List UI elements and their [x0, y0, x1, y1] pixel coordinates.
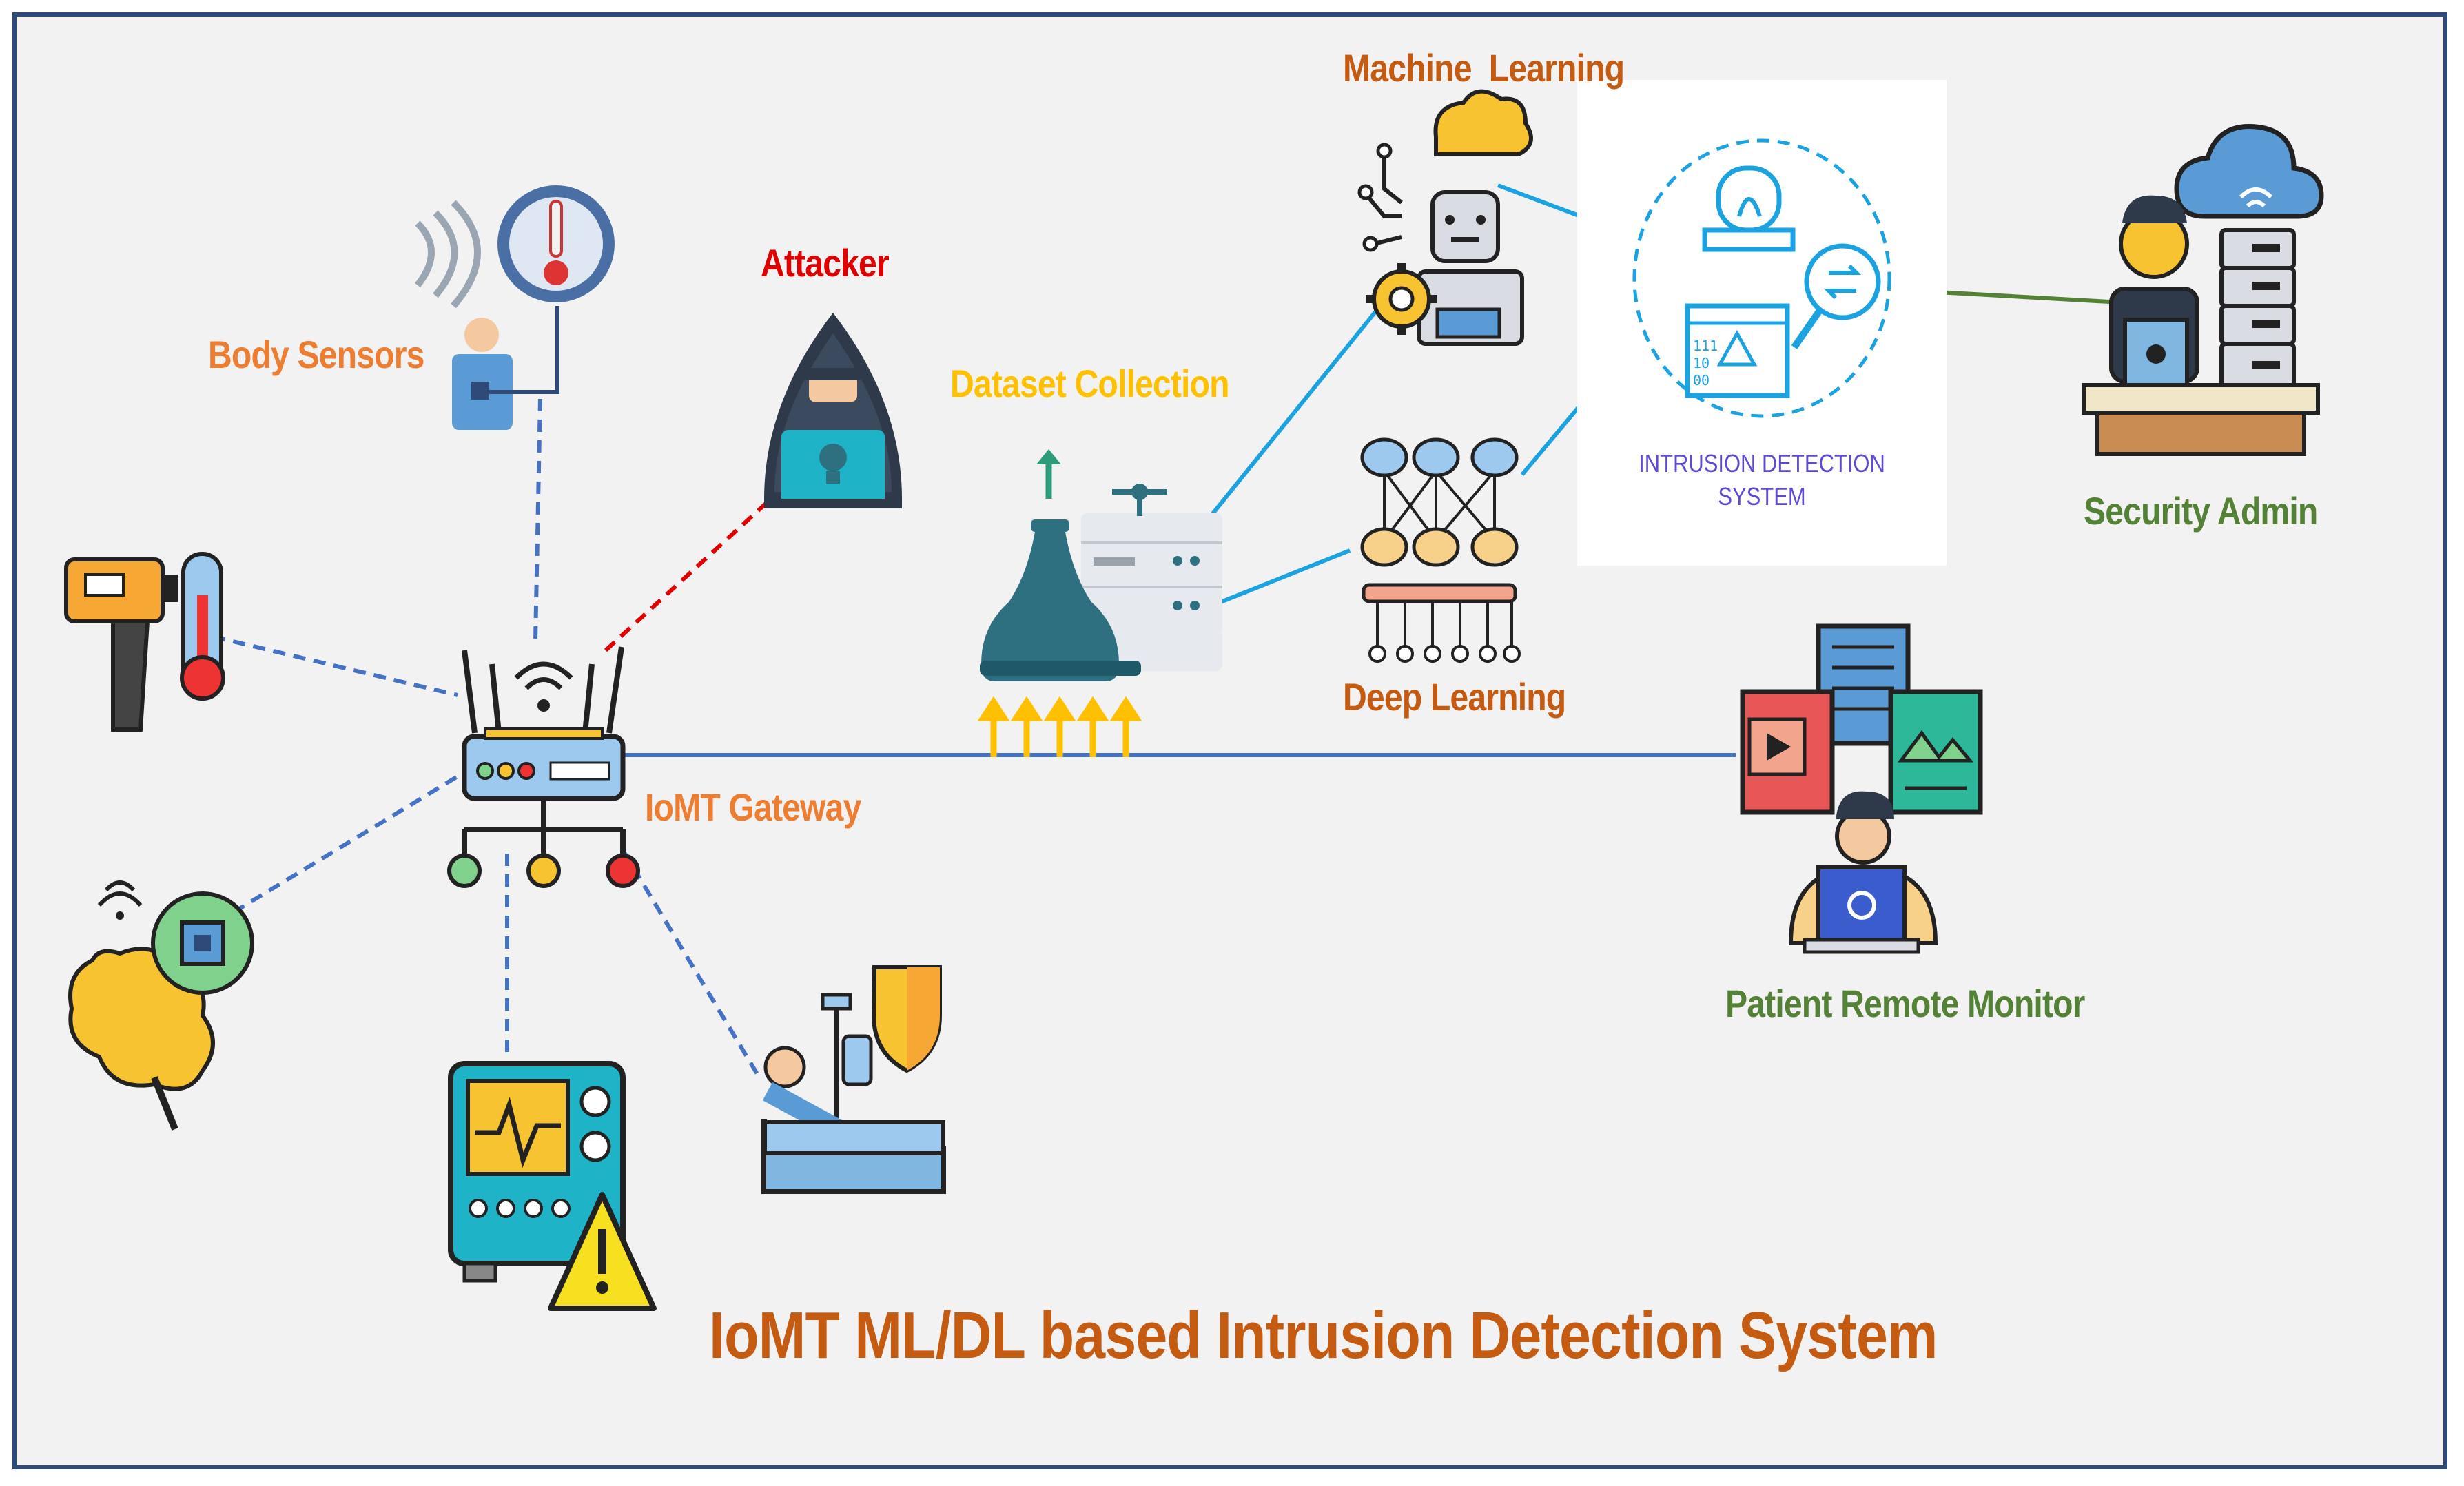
intrusion-detection-icon: 111 10 00: [1632, 138, 1891, 418]
hacker-icon: [764, 313, 902, 508]
label-attacker: Attacker: [761, 241, 890, 285]
ids-line-2: SYSTEM: [1718, 482, 1806, 510]
label-security-admin: Security Admin: [2084, 489, 2318, 533]
security-admin-icon: [2082, 124, 2324, 456]
svg-text:00: 00: [1693, 372, 1710, 389]
body-temperature-sensor-icon: [415, 185, 615, 430]
link-brain-chip: [232, 772, 462, 914]
brain-chip-icon: [68, 880, 254, 1131]
label-body-sensors: Body Sensors: [208, 333, 424, 376]
label-dataset-collection: Dataset Collection: [950, 362, 1230, 405]
icons-layer: 111 10 00: [64, 89, 2324, 1311]
svg-text:111: 111: [1693, 338, 1718, 354]
infrared-thermometer-icon: [64, 552, 225, 732]
label-iomt-gateway: IoMT Gateway: [645, 785, 861, 829]
router-icon: [447, 646, 640, 888]
label-machine-learning: Machine Learning: [1343, 46, 1625, 90]
robot-brain-icon: [1357, 89, 1533, 346]
link-dataset-dl: [1211, 548, 1351, 608]
diagram-canvas: 111 10 00: [12, 12, 2447, 1469]
ids-line-1: INTRUSION DETECTION: [1639, 449, 1885, 477]
link-thermometer: [212, 634, 458, 697]
database-server-icon: [980, 449, 1222, 681]
svg-text:10: 10: [1693, 355, 1710, 371]
connections-layer: [212, 183, 2122, 1079]
link-attacker: [604, 497, 773, 652]
link-dataset-ml: [1189, 308, 1379, 541]
remote-monitor-icon: [1740, 623, 1983, 954]
label-patient-remote-monitor: Patient Remote Monitor: [1725, 982, 2085, 1025]
label-deep-learning: Deep Learning: [1343, 675, 1566, 719]
patient-bed-shield-icon: [761, 965, 946, 1194]
ecg-monitor-warning-icon: [448, 1061, 657, 1311]
diagram-title: IoMT ML/DL based Intrusion Detection Sys…: [709, 1299, 1938, 1372]
upload-arrows-icon: [977, 696, 1142, 757]
label-intrusion-detection: INTRUSION DETECTION SYSTEM: [1603, 447, 1921, 513]
neural-network-icon: [1360, 437, 1521, 663]
link-patient-bed: [621, 849, 761, 1079]
